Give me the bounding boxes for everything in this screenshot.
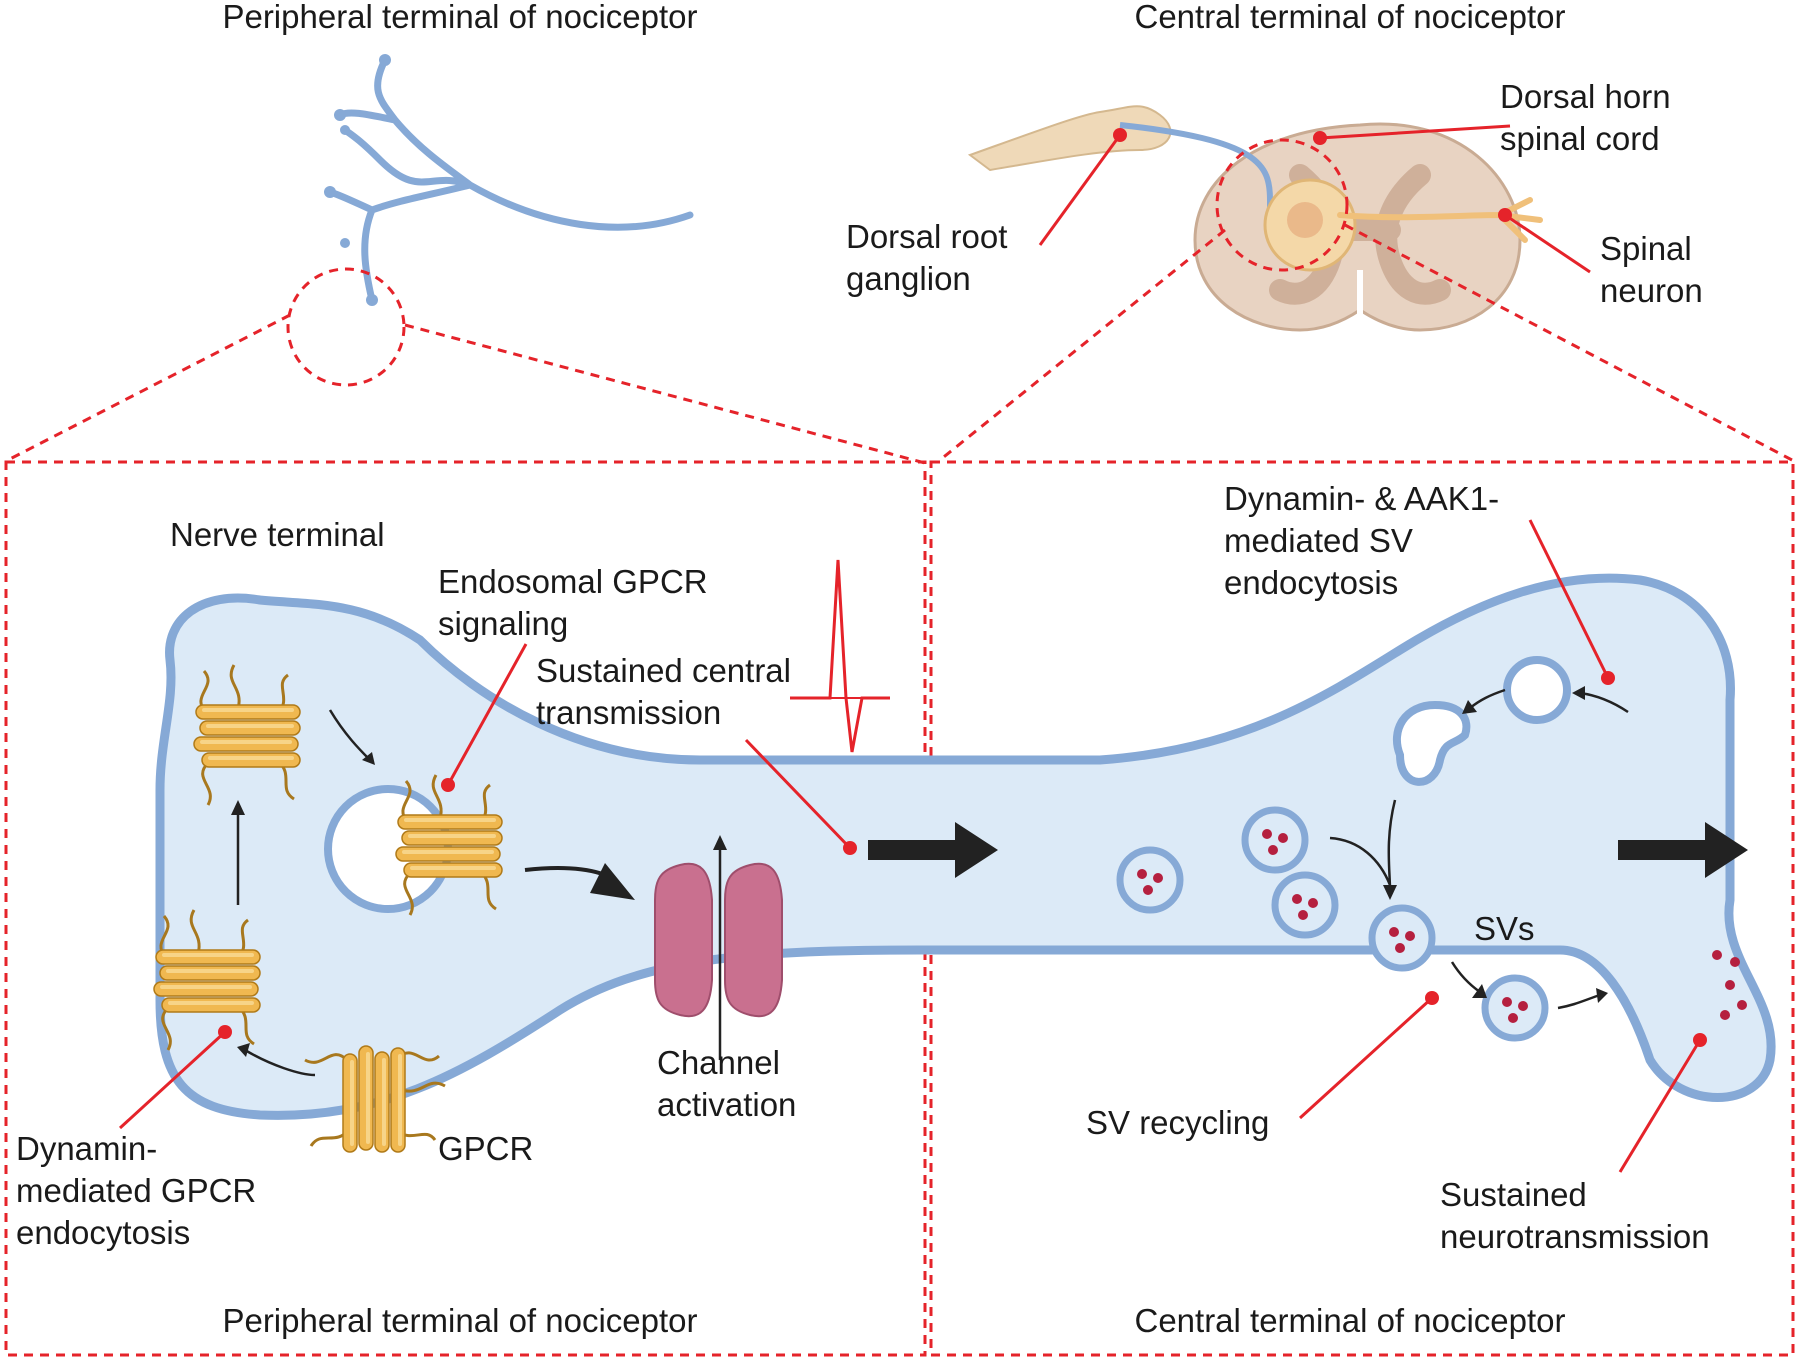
endosome-shaped [1392,700,1471,786]
released-neurotransmitter [1712,950,1747,1020]
zoom-circle-central [1215,138,1349,272]
left-panel-footer: Peripheral terminal of nociceptor [222,1302,697,1339]
dorsal-horn-leader [1319,124,1511,140]
propagation-arrow-center [868,822,998,878]
zoom-line-left-a [7,313,291,462]
endosomal-label: Endosomal GPCR signaling [438,563,717,642]
top-left-title: Peripheral terminal of nociceptor [222,0,697,35]
dynamin-aak1-leader [1528,519,1610,679]
gpcr-label: GPCR [438,1130,533,1167]
drg-label: Dorsal root ganglion [846,218,1017,297]
dorsal-horn-label: Dorsal horn spinal cord [1500,78,1680,157]
sv-3 [1275,875,1335,935]
spinal-neuron-label: Spinal neuron [1600,230,1703,309]
zoom-line-left-b [404,323,926,465]
action-potential-trace [790,559,890,753]
spinal-neuron-leader [1504,213,1591,274]
sustained-neuro-leader [1618,1039,1702,1173]
zoom-line-right-a [939,228,1226,462]
sustained-central-leader [744,738,852,850]
dynamin-gpcr-leader [118,1030,227,1130]
sv-2 [1245,810,1305,870]
ion-channel [654,835,783,1060]
propagation-arrow-right [1618,822,1748,878]
arrow-sv-release [1557,993,1601,1010]
arrow-sv-move [1329,836,1392,886]
sv-recycling-label: SV recycling [1086,1104,1269,1141]
sv-1 [1120,850,1180,910]
dynamin-aak1-label: Dynamin- & AAK1- mediated SV endocytosis [1224,480,1508,601]
endocytic-vesicle [1503,656,1571,724]
drg-leader [1038,134,1122,246]
top-right-title: Central terminal of nociceptor [1134,0,1565,35]
dynamin-gpcr-label: Dynamin- mediated GPCR endocytosis [16,1130,265,1251]
arrow-internalize [244,1048,316,1077]
sv-4 [1372,908,1432,968]
zoom-line-right-b [1344,223,1793,462]
right-panel-footer: Central terminal of nociceptor [1134,1302,1565,1339]
svs-label: SVs [1474,910,1535,947]
sv-recycling-leader [1298,996,1434,1120]
spinal-cord-section [1193,122,1522,332]
arrow-sv-dock [1450,961,1481,994]
sv-5 [1485,978,1545,1038]
nerve-terminal-label: Nerve terminal [170,516,385,553]
spinal-neuron [1263,178,1543,272]
channel-label: Channel activation [657,1044,796,1123]
sustained-neuro-label: Sustained neurotransmission [1440,1176,1710,1255]
endosomal-leader [446,643,528,786]
sustained-central-label: Sustained central transmission [536,652,800,731]
zoom-circle-peripheral [286,267,406,387]
peripheral-nerve-ending [324,54,694,306]
